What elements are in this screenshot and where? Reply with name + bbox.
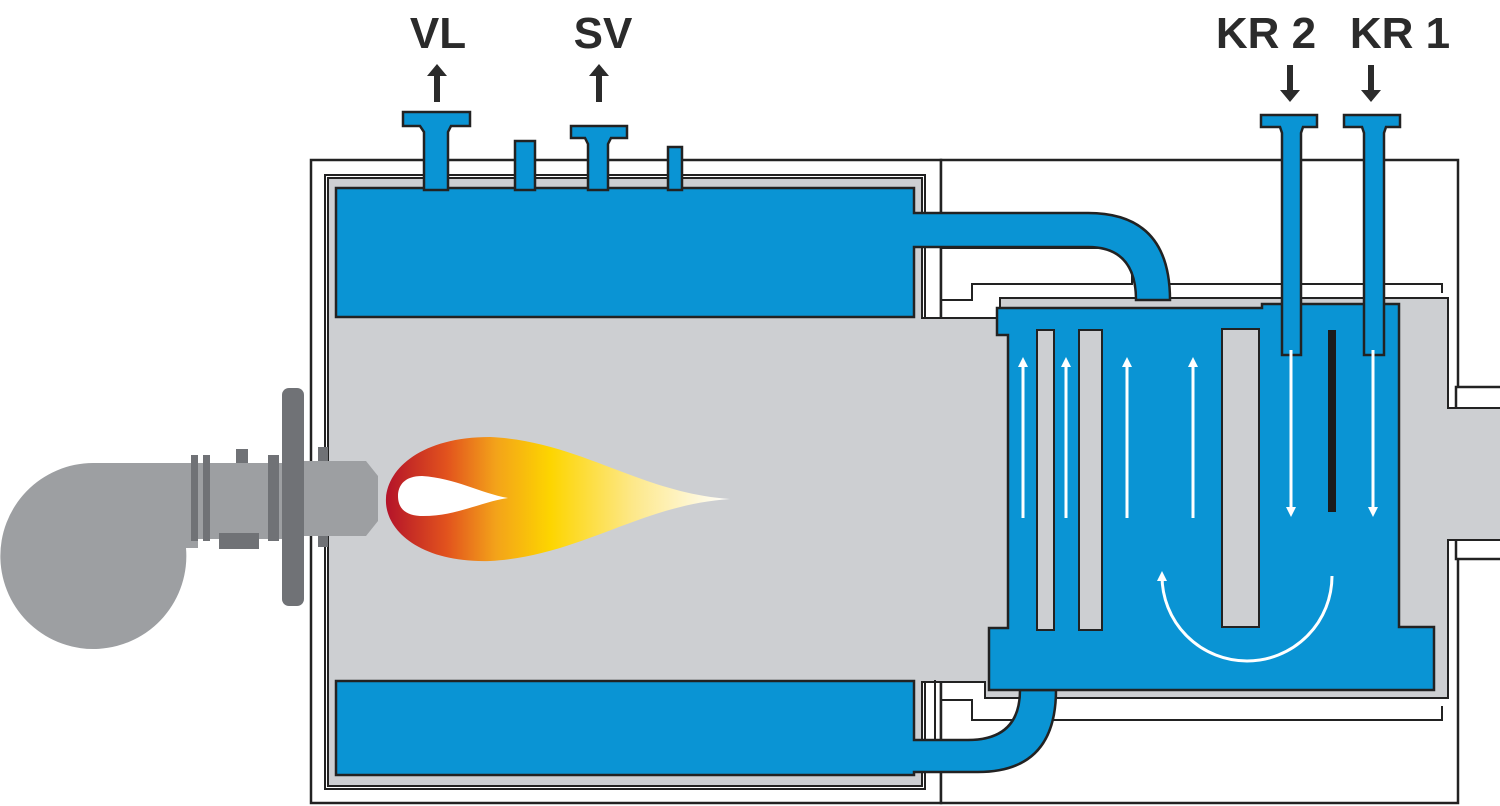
burner [0, 388, 378, 649]
kr1-inflow-arrow [1361, 65, 1381, 102]
label-vl: VL [410, 9, 466, 58]
flame-core [398, 476, 508, 517]
kr1-nozzle [1342, 113, 1402, 357]
small-nozzle-1 [513, 139, 537, 192]
small-nozzle-2 [666, 145, 684, 192]
water-jacket-top [334, 186, 1172, 319]
sv-outflow-arrow [589, 64, 609, 102]
label-kr2: KR 2 [1216, 9, 1316, 58]
flow-arrow-curve [1157, 571, 1334, 663]
kr2-inflow-arrow [1280, 65, 1300, 102]
vl-outflow-arrow [427, 64, 447, 102]
label-kr1: KR 1 [1350, 9, 1450, 58]
vl-nozzle [401, 110, 472, 192]
flow-arrows [1018, 350, 1378, 663]
label-sv: SV [574, 9, 633, 58]
kr2-nozzle [1259, 113, 1319, 357]
heat-exchanger [987, 302, 1436, 692]
sv-nozzle [569, 124, 629, 192]
water-jacket-bottom [334, 679, 1058, 777]
port-arrows [427, 64, 1381, 102]
flame [385, 437, 730, 562]
